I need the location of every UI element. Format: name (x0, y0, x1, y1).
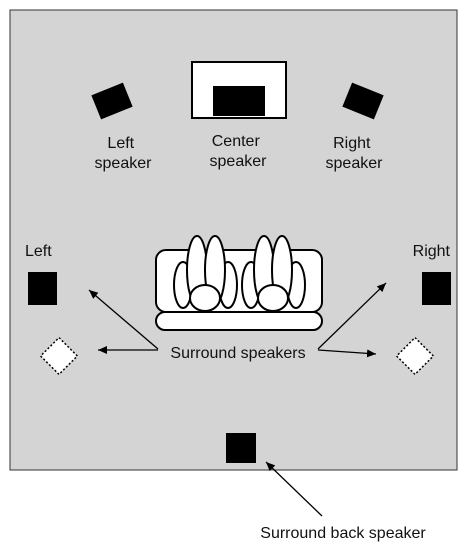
right-speaker-icon (342, 82, 384, 120)
surround-back-speaker-label: Surround back speaker (260, 525, 426, 542)
surround-back-speaker-icon (226, 433, 256, 463)
sofa-with-listeners (155, 235, 323, 331)
surround-back-arrow (265, 461, 323, 517)
right-speaker-label: Right speaker (326, 135, 384, 172)
right-surround-speaker-icon (395, 336, 435, 376)
right-side-label: Right (413, 243, 451, 260)
left-surround-speaker-icon (39, 336, 79, 376)
left-speaker-icon (91, 82, 133, 120)
left-speaker-label: Left speaker (95, 135, 153, 172)
surround-speakers-label: Surround speakers (170, 345, 305, 362)
right-side-speaker-icon (422, 272, 451, 305)
surround-arrows (88, 282, 387, 358)
left-side-label: Left (25, 243, 52, 260)
center-speaker-label: Center speaker (210, 133, 268, 170)
left-side-speaker-icon (28, 272, 57, 305)
center-speaker-icon (213, 86, 265, 116)
